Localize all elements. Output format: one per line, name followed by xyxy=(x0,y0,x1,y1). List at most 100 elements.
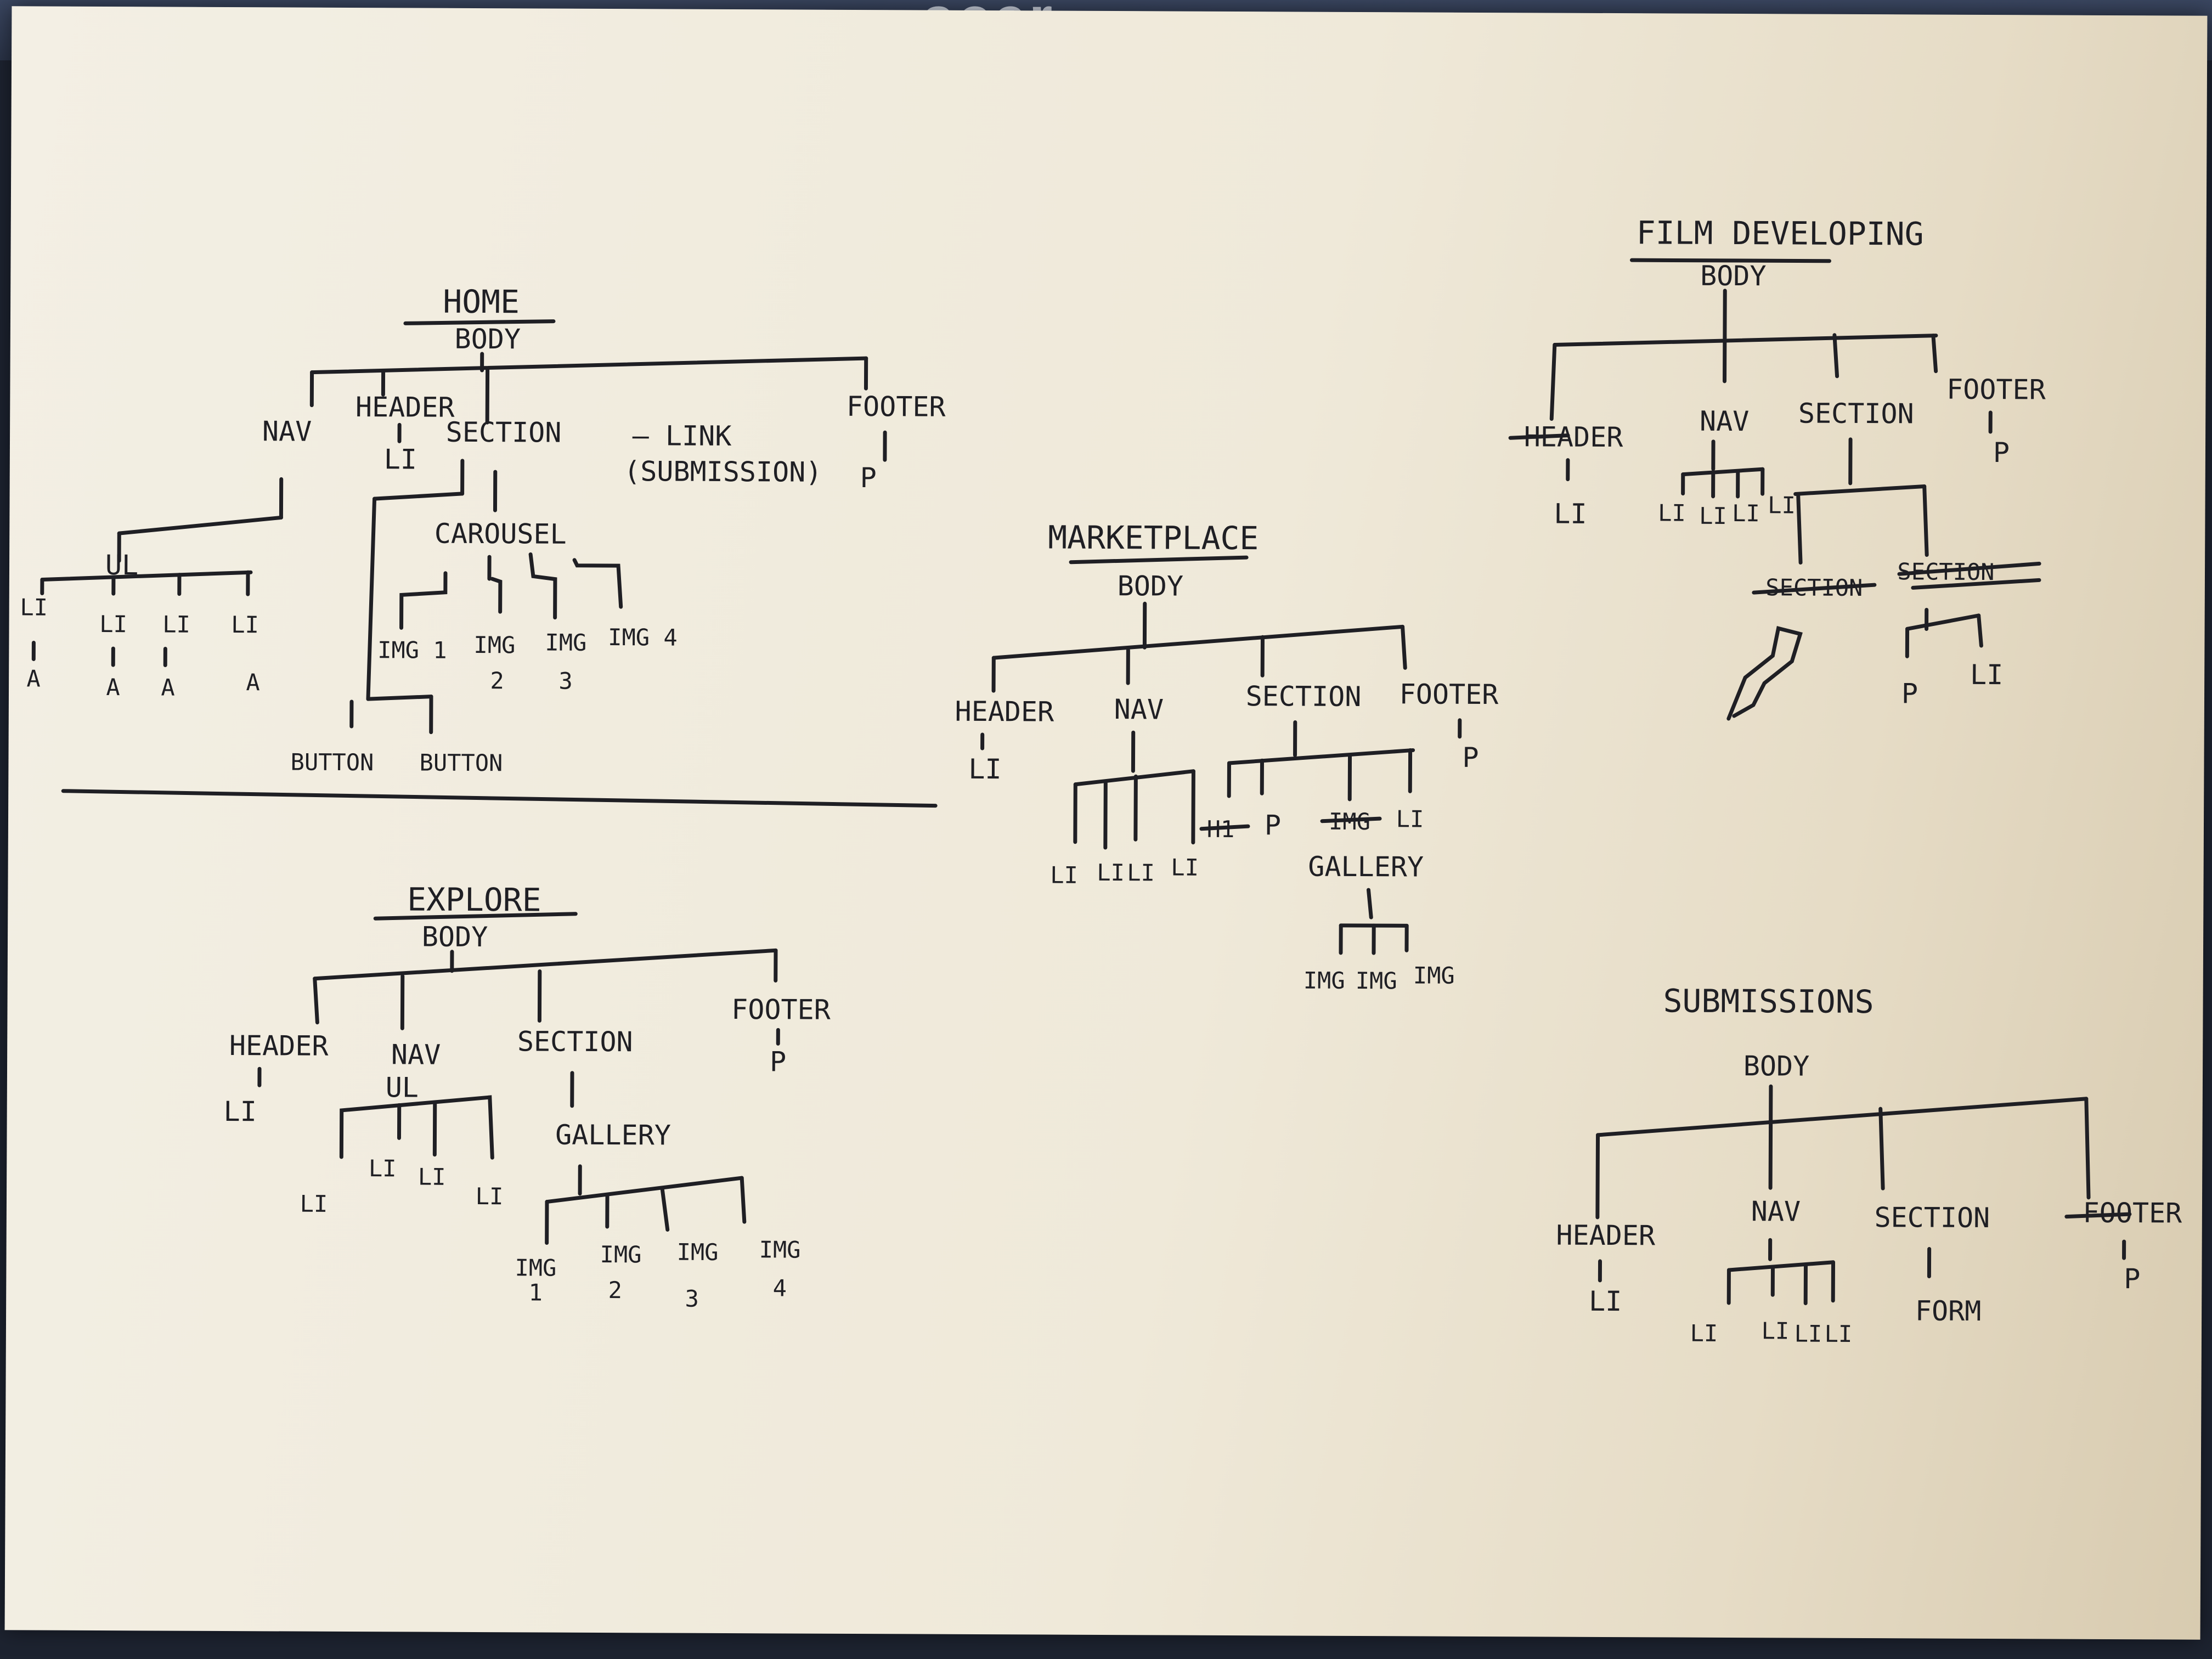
marketplace-nav-li-2: LI xyxy=(1097,859,1125,886)
home-nav-li-1: LI xyxy=(20,594,48,620)
home-nav: NAV xyxy=(262,415,312,447)
film-li: LI xyxy=(1970,659,2003,691)
film-header-li: LI xyxy=(1554,498,1587,530)
explore-img-2-num: 2 xyxy=(608,1277,623,1304)
explore-img-2: IMG xyxy=(600,1241,642,1268)
explore-li-4: LI xyxy=(476,1183,504,1210)
home-nav-a-4: A xyxy=(246,669,260,696)
paper-sheet: HOME BODY NAV HEADER LI SECTION — LINK (… xyxy=(4,6,2208,1640)
home-button-1: BUTTON xyxy=(291,749,374,776)
explore-img-1-num: 1 xyxy=(529,1279,543,1306)
submissions-diagram: SUBMISSIONS BODY HEADER LI NAV LI LI LI … xyxy=(1556,982,2182,1347)
divider-line xyxy=(61,789,938,808)
marketplace-header-li: LI xyxy=(968,753,1001,785)
home-nav-li-3: LI xyxy=(162,611,190,637)
submissions-nav-li-1: LI xyxy=(1690,1320,1718,1347)
marketplace-gallery: GALLERY xyxy=(1308,851,1424,883)
home-img-2-num: 2 xyxy=(490,667,504,694)
explore-img-4-num: 4 xyxy=(773,1274,787,1301)
sitemap-sketch: HOME BODY NAV HEADER LI SECTION — LINK (… xyxy=(20,214,2182,1347)
marketplace-header: HEADER xyxy=(955,696,1054,728)
submissions-nav-li-3: LI xyxy=(1795,1320,1822,1347)
film-footer: FOOTER xyxy=(1946,374,2046,406)
home-section: SECTION xyxy=(446,416,562,449)
home-nav-li-2: LI xyxy=(99,611,127,637)
home-img-1: IMG 1 xyxy=(377,636,447,664)
explore-li-1: LI xyxy=(300,1190,328,1217)
explore-img-3: IMG xyxy=(677,1239,719,1266)
submissions-form: FORM xyxy=(1915,1295,1982,1327)
home-link-sub: (SUBMISSION) xyxy=(624,455,822,488)
home-diagram: HOME BODY NAV HEADER LI SECTION — LINK (… xyxy=(20,283,946,777)
marketplace-p: P xyxy=(1265,809,1281,841)
home-img-4: IMG 4 xyxy=(608,624,678,651)
explore-gallery: GALLERY xyxy=(555,1119,671,1152)
submissions-header-li: LI xyxy=(1589,1285,1622,1317)
submissions-nav-li-2: LI xyxy=(1762,1317,1790,1344)
film-diagram: FILM DEVELOPING BODY HEADER LI NAV LI LI… xyxy=(1508,214,2046,721)
explore-li-3: LI xyxy=(418,1164,446,1190)
marketplace-footer: FOOTER xyxy=(1400,678,1499,710)
home-img-3: IMG xyxy=(545,629,586,656)
submissions-nav: NAV xyxy=(1751,1195,1801,1227)
explore-footer-p: P xyxy=(770,1046,786,1077)
film-body: BODY xyxy=(1700,260,1767,292)
home-nav-a-2: A xyxy=(106,674,120,701)
film-nav-li-2: LI xyxy=(1699,503,1727,529)
marketplace-section-li: LI xyxy=(1396,805,1424,832)
home-link: — LINK xyxy=(633,420,732,452)
submissions-body: BODY xyxy=(1743,1050,1810,1082)
home-button-2: BUTTON xyxy=(420,749,503,777)
submissions-section: SECTION xyxy=(1874,1201,1990,1234)
film-nav-li-1: LI xyxy=(1658,499,1686,526)
marketplace-body: BODY xyxy=(1118,570,1184,602)
explore-li-2: LI xyxy=(369,1155,397,1182)
explore-header-li: LI xyxy=(223,1096,256,1127)
home-header: HEADER xyxy=(356,391,455,424)
marketplace-nav-li-4: LI xyxy=(1171,854,1199,881)
submissions-header: HEADER xyxy=(1556,1220,1656,1252)
marketplace-footer-p: P xyxy=(1462,742,1479,774)
marketplace-title: MARKETPLACE xyxy=(1048,519,1259,557)
marketplace-section: SECTION xyxy=(1246,680,1362,713)
explore-img-1: IMG xyxy=(515,1254,556,1281)
explore-body: BODY xyxy=(422,921,488,953)
home-nav-a-1: A xyxy=(26,665,41,692)
marketplace-nav: NAV xyxy=(1114,693,1164,725)
marketplace-nav-li-1: LI xyxy=(1050,862,1078,889)
film-nav-li-3: LI xyxy=(1732,500,1760,527)
home-title: HOME xyxy=(443,283,520,321)
explore-ul: UL xyxy=(386,1071,419,1103)
home-img-2: IMG xyxy=(473,631,515,658)
home-nav-a-3: A xyxy=(161,674,175,701)
submissions-footer-p: P xyxy=(2124,1263,2140,1295)
home-footer-p: P xyxy=(860,462,877,494)
submissions-nav-li-4: LI xyxy=(1825,1321,1853,1347)
marketplace-nav-li-3: LI xyxy=(1127,859,1155,886)
home-nav-li-4: LI xyxy=(231,611,259,638)
submissions-footer: FOOTER xyxy=(2083,1197,2182,1229)
home-header-li: LI xyxy=(384,443,417,475)
marketplace-gallery-img-2: IMG xyxy=(1356,967,1397,994)
film-nav: NAV xyxy=(1700,405,1750,437)
marketplace-gallery-img-3: IMG xyxy=(1413,962,1455,989)
film-footer-p: P xyxy=(1993,437,2010,469)
home-footer: FOOTER xyxy=(847,391,946,423)
explore-title: EXPLORE xyxy=(407,881,541,918)
film-nav-li-4: LI xyxy=(1768,492,1796,518)
film-title: FILM DEVELOPING xyxy=(1637,214,1924,252)
explore-nav: NAV xyxy=(391,1039,441,1070)
film-section: SECTION xyxy=(1798,397,1914,430)
marketplace-gallery-img-1: IMG xyxy=(1304,967,1345,994)
explore-img-4: IMG xyxy=(759,1236,801,1263)
explore-img-3-num: 3 xyxy=(685,1285,699,1312)
marketplace-diagram: MARKETPLACE BODY HEADER LI NAV LI LI LI … xyxy=(955,519,1499,995)
explore-diagram: EXPLORE BODY HEADER LI NAV UL LI LI LI L… xyxy=(223,881,831,1312)
submissions-title: SUBMISSIONS xyxy=(1663,982,1874,1020)
home-body: BODY xyxy=(455,323,521,356)
explore-header: HEADER xyxy=(229,1030,329,1062)
home-img-3-num: 3 xyxy=(558,668,573,695)
home-carousel: CAROUSEL xyxy=(435,518,567,550)
explore-footer: FOOTER xyxy=(731,994,831,1026)
film-p: P xyxy=(1901,678,1918,709)
